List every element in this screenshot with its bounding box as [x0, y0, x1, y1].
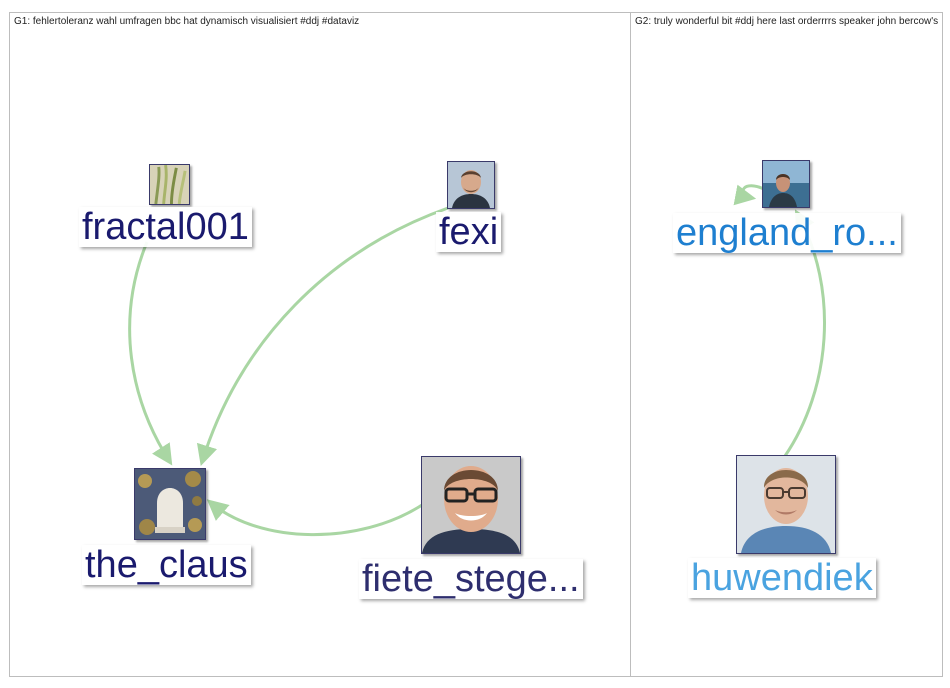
edge-fractal001-the_claus	[130, 242, 170, 462]
fractal001-avatar	[149, 164, 190, 205]
england-label: england_ro...	[673, 213, 901, 253]
fiete-avatar	[421, 456, 521, 554]
fractal001-label: fractal001	[79, 207, 252, 247]
the_claus-label: the_claus	[82, 545, 251, 585]
fexi-avatar	[447, 161, 495, 209]
england-avatar	[762, 160, 810, 208]
edge-fiete-the_claus	[210, 502, 422, 535]
fiete-label: fiete_stege...	[359, 559, 583, 599]
huwendiek-avatar	[736, 455, 836, 554]
the_claus-avatar	[134, 468, 206, 540]
fexi-label: fexi	[436, 212, 501, 252]
huwendiek-label: huwendiek	[688, 558, 876, 598]
